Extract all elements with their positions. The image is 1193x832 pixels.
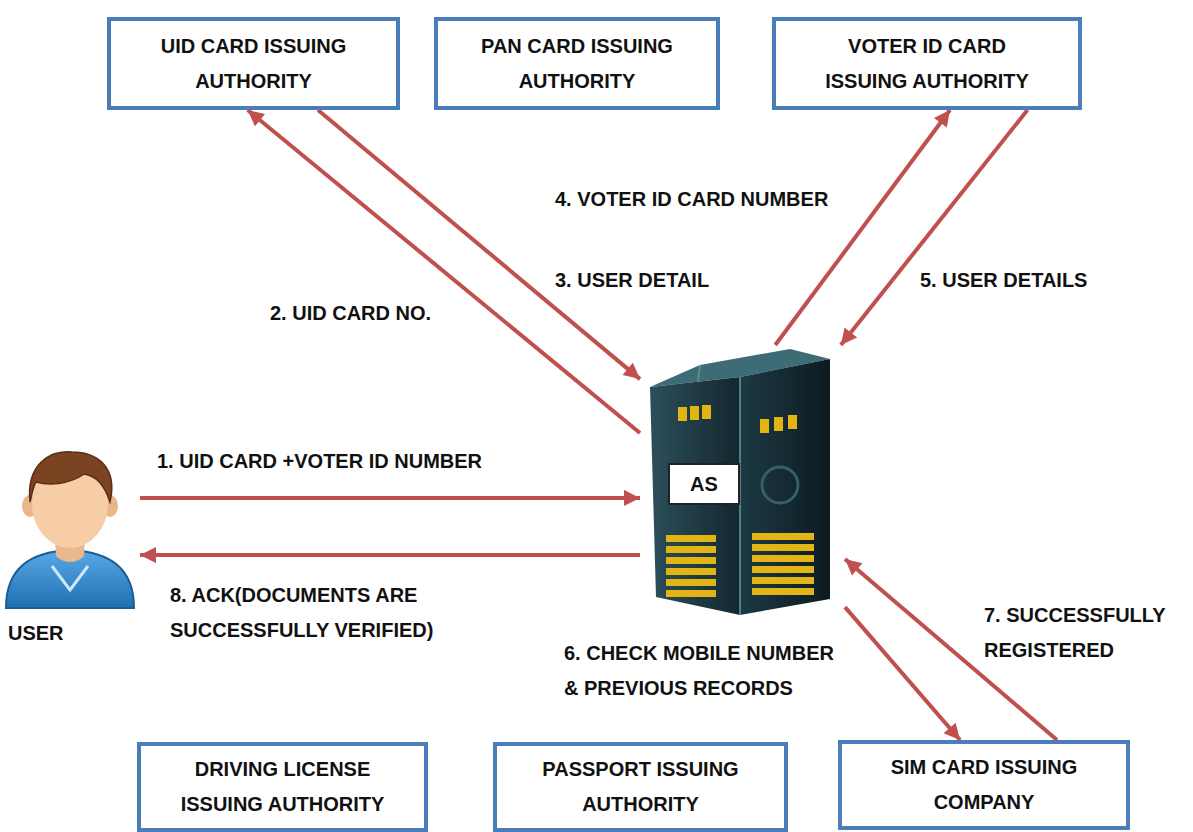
box-label: SIM CARD ISSUING COMPANY (874, 750, 1094, 820)
connector-arrow (140, 553, 640, 557)
edge-label: 5. USER DETAILS (918, 263, 1089, 298)
authority-box: UID CARD ISSUING AUTHORITY (107, 17, 400, 110)
edge-label: 6. CHECK MOBILE NUMBER & PREVIOUS RECORD… (562, 636, 846, 706)
authority-box: PASSPORT ISSUING AUTHORITY (493, 742, 788, 832)
box-label: VOTER ID CARD ISSUING AUTHORITY (817, 29, 1037, 99)
edge-label: 3. USER DETAIL (553, 263, 711, 298)
connector-arrow (140, 496, 640, 500)
edge-label: 1. UID CARD +VOTER ID NUMBER (155, 444, 484, 479)
connector-arrow (775, 110, 950, 345)
user-node: USER (0, 440, 140, 650)
box-label: PASSPORT ISSUING AUTHORITY (531, 752, 751, 822)
edge-label: 7. SUCCESSFULLY REGISTERED (982, 598, 1186, 668)
edge-label: 2. UID CARD NO. (268, 296, 433, 331)
server-node: AS (640, 345, 845, 620)
edge-label: 8. ACK(DOCUMENTS ARE SUCCESSFULLY VERIFI… (168, 578, 472, 648)
box-label: DRIVING LICENSE ISSUING AUTHORITY (173, 752, 393, 822)
box-label: PAN CARD ISSUING AUTHORITY (467, 29, 687, 99)
connector-arrow (318, 110, 640, 379)
authority-box: SIM CARD ISSUING COMPANY (838, 740, 1130, 830)
box-label: UID CARD ISSUING AUTHORITY (144, 29, 364, 99)
user-figure (0, 440, 140, 610)
authority-box: DRIVING LICENSE ISSUING AUTHORITY (137, 742, 428, 832)
connector-arrow (845, 607, 960, 740)
edge-label: 4. VOTER ID CARD NUMBER (553, 182, 830, 217)
authority-box: VOTER ID CARD ISSUING AUTHORITY (772, 17, 1082, 110)
server-label: AS (668, 463, 740, 505)
user-label: USER (8, 622, 64, 645)
authority-box: PAN CARD ISSUING AUTHORITY (434, 17, 720, 110)
connector-arrow (841, 110, 1028, 345)
